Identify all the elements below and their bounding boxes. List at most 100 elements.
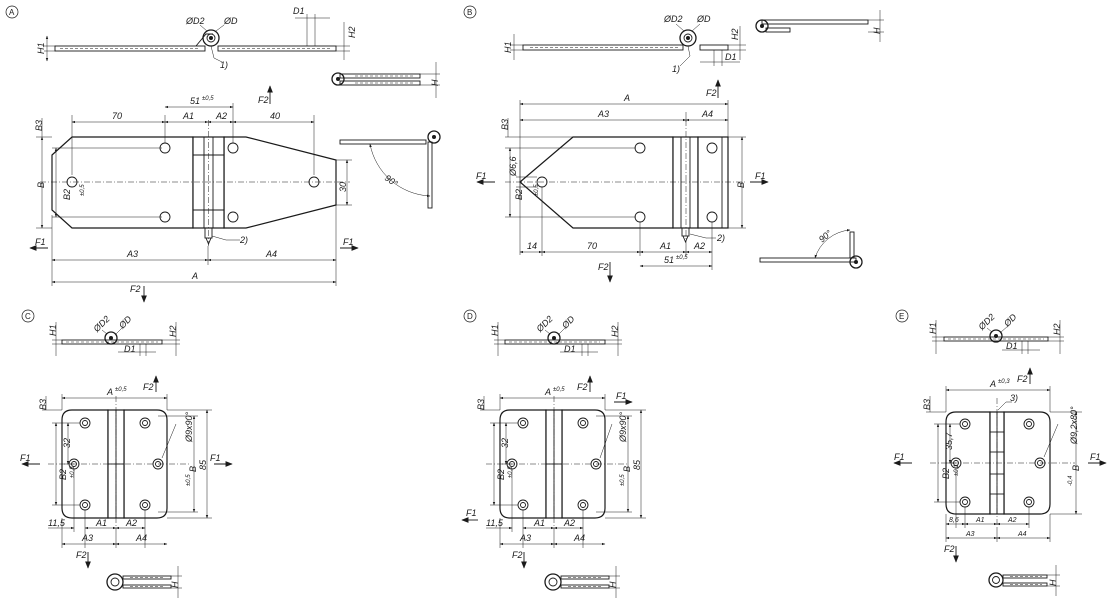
view-e-hole-label: Ø9,2x80° (1069, 406, 1079, 445)
view-e-h1-label: H1 (928, 322, 938, 334)
view-a-marker (5, 5, 19, 19)
view-e-b-label: B (1071, 465, 1081, 471)
view-d-d1-label: D1 (564, 344, 576, 354)
view-b-forces: F1 F1 F2 F2 (476, 79, 769, 283)
view-c-dim-115: 11,5 (48, 518, 66, 528)
view-c-a2-label: A2 (125, 518, 137, 528)
view-b-note-2: 2) (716, 233, 725, 243)
view-e-a1-label: A1 (975, 517, 985, 524)
view-e-marker (895, 309, 909, 323)
view-a-side-view: H (331, 62, 440, 98)
view-d-f2-top: F2 (577, 382, 588, 392)
view-b-a3-label: A3 (597, 109, 609, 119)
view-c-f1-left: F1 (20, 453, 31, 463)
view-a-d2-label: ØD2 (185, 16, 205, 26)
view-e-a-tol: ±0,3 (998, 379, 1010, 385)
view-b-a-label: A (623, 93, 630, 103)
view-d-label: D (467, 312, 473, 321)
view-e-f2-top: F2 (1017, 374, 1028, 384)
view-e-a4-label: A4 (1017, 531, 1027, 538)
view-e-top-section: H1 H2 D1 ØD2 ØD (928, 312, 1064, 354)
view-a-dim-70: 70 (112, 111, 122, 121)
view-d-a3-label: A3 (519, 533, 531, 543)
view-d-marker (463, 309, 477, 323)
view-b-h-label: H (872, 27, 882, 34)
view-a-fold-view: 90° (339, 130, 441, 209)
view-a-note-1: 1) (220, 60, 228, 70)
view-e-d1-label: D1 (1006, 341, 1018, 351)
view-e-f1-right: F1 (1090, 452, 1101, 462)
view-e-d-label: ØD (1001, 312, 1019, 330)
view-a-h2-label: H2 (347, 26, 357, 38)
view-e-a-label: A (989, 379, 996, 389)
view-a-d-label: ØD (223, 16, 238, 26)
view-e: E H1 H2 D1 ØD2 ØD (893, 309, 1107, 596)
view-d-a-tol: ±0,5 (553, 387, 565, 393)
view-a-b2-tol: ±0,5 (80, 184, 86, 196)
view-a-dim-40: 40 (270, 111, 280, 121)
view-c-hole-label: Ø9x90° (184, 411, 194, 443)
view-c-b2-tol: ±0,3 (70, 466, 76, 478)
view-c-label: C (25, 312, 31, 321)
view-a-f2-bottom: F2 (130, 284, 141, 294)
view-e-h2-label: H2 (1052, 323, 1062, 335)
view-c-top-section: H1 H2 D1 ØD2 ØD (48, 314, 180, 356)
view-e-label: E (899, 312, 904, 321)
view-e-dim-86: 8,6 (949, 517, 959, 524)
view-c-h2-label: H2 (168, 325, 178, 337)
view-c-d2-label: ØD2 (91, 314, 112, 335)
view-b-f1-left: F1 (476, 171, 487, 181)
view-a-top-section: H1 H2 D1 ØD2 ØD 1) (36, 6, 357, 70)
view-b-d-label: ØD (696, 14, 711, 24)
view-e-f1-left: F1 (894, 452, 905, 462)
view-b-f2-top: F2 (706, 88, 717, 98)
view-d: D H1 H2 D1 ØD2 ØD (461, 309, 646, 598)
view-d-dim-85: 85 (632, 459, 642, 470)
view-b-d2-label: ØD2 (663, 14, 683, 24)
view-b-fold-view: 90° (759, 228, 863, 269)
view-c-b3-label: B3 (38, 399, 48, 410)
view-a-dim-51-tol: ±0,5 (202, 96, 214, 102)
view-b-plan: 2) A A3 A4 B3 B2 ±0,5 Ø6,6 B (500, 93, 746, 270)
view-c-a-tol: ±0,5 (115, 387, 127, 393)
view-e-a2-label: A2 (1007, 517, 1017, 524)
view-d-end-view: H (544, 566, 620, 598)
view-c-end-view: H (106, 566, 182, 598)
view-d-d2-label: ØD2 (534, 314, 555, 335)
view-e-plan: A ±0,3 3) B3 B2 ±0,1 35,7 B -0,4 Ø9,2x80… (922, 379, 1082, 542)
view-e-b2-label: B2 (941, 468, 951, 479)
view-d-hole-label: Ø9x90° (618, 411, 628, 443)
view-d-h1-label: H1 (490, 324, 500, 336)
view-d-f1-left: F1 (466, 508, 477, 518)
view-d-a2-label: A2 (563, 518, 575, 528)
view-a-b2-label: B2 (62, 189, 72, 200)
view-a-a1-label: A1 (182, 111, 194, 121)
view-c-a1-label: A1 (95, 518, 107, 528)
view-c: C H1 H2 D1 ØD2 ØD (20, 309, 233, 598)
view-d-d-label: ØD (559, 314, 577, 332)
view-e-b-tol: -0,4 (1068, 475, 1074, 486)
view-b-b2-tol: ±0,5 (534, 184, 540, 196)
view-a-a2-label: A2 (215, 111, 227, 121)
view-b-a2-label: A2 (693, 241, 705, 251)
view-a-b-label: B (36, 182, 46, 188)
view-a-a3-label: A3 (126, 249, 138, 259)
view-d-h2-label: H2 (610, 325, 620, 337)
view-b-f1-right: F1 (755, 171, 766, 181)
view-c-a4-label: A4 (135, 533, 147, 543)
view-e-end-view: H (988, 565, 1060, 596)
view-b-f2-bottom: F2 (598, 262, 609, 272)
view-c-f1-right: F1 (210, 453, 221, 463)
view-d-forces: F1 F1 F2 F2 (461, 375, 633, 569)
view-d-a1-label: A1 (533, 518, 545, 528)
view-b-a4-label: A4 (701, 109, 713, 119)
view-b-note-1: 1) (672, 64, 680, 74)
view-c-b2-label: B2 (58, 469, 68, 480)
view-a-f1-right: F1 (343, 237, 354, 247)
view-b: B H1 H2 D1 ØD2 ØD 1) (463, 5, 884, 283)
view-b-side-view: H (755, 10, 884, 42)
view-a-a-label: A (191, 271, 198, 281)
view-e-f2-bottom: F2 (944, 544, 955, 554)
view-a-h-label: H (430, 79, 440, 86)
view-b-top-section: H1 H2 D1 ØD2 ØD 1) (503, 14, 746, 74)
